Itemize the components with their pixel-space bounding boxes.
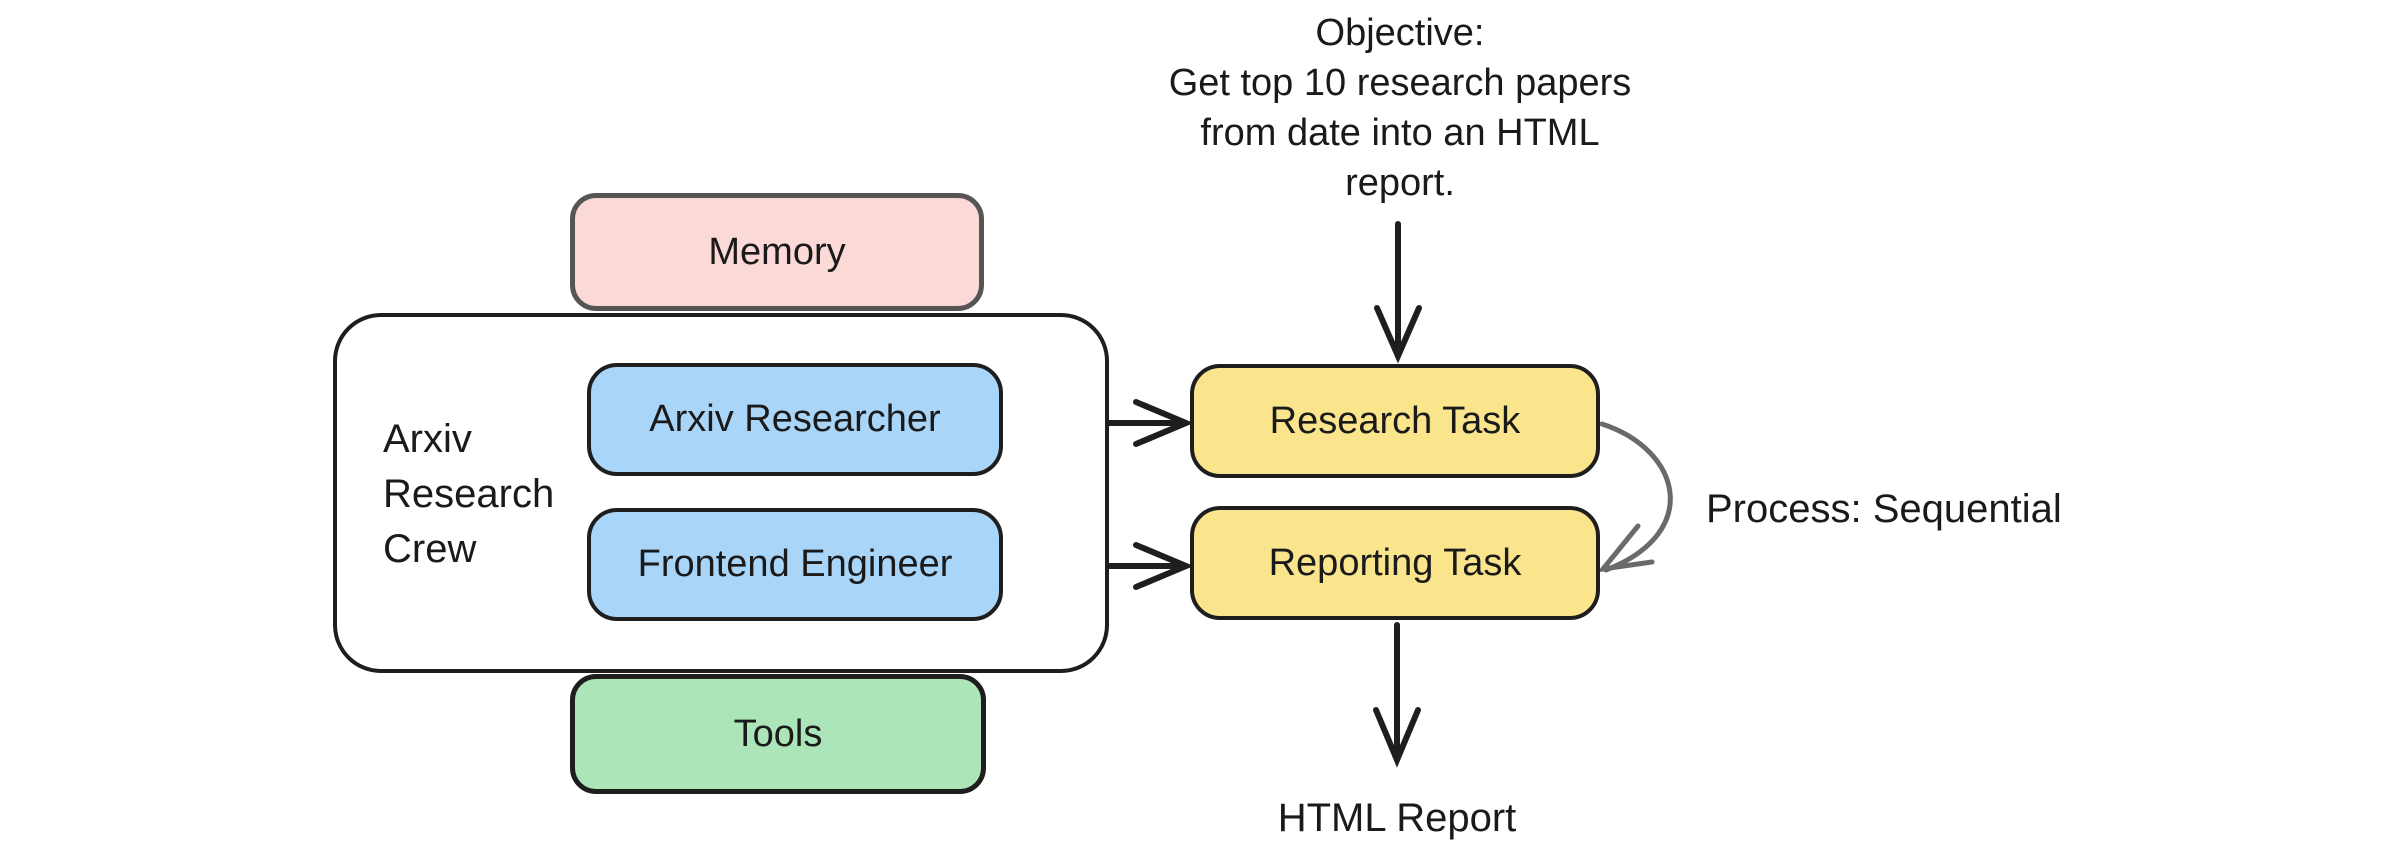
html-report-label: HTML Report xyxy=(1277,796,1517,840)
agent-box-arxiv-researcher: Arxiv Researcher xyxy=(587,363,1003,476)
memory-label: Memory xyxy=(708,230,846,273)
crew-label: Arxiv Research Crew xyxy=(383,417,555,571)
arrow-objective-to-research-task xyxy=(1374,221,1422,364)
memory-box: Memory xyxy=(570,193,984,311)
process-label: Process: Sequential xyxy=(1706,487,2062,531)
arrowhead-left-icon xyxy=(1597,523,1655,573)
arrow-sequential-research-to-reporting xyxy=(1597,421,1673,573)
task-box-research: Research Task xyxy=(1190,364,1600,478)
arrowhead-down-icon xyxy=(1373,707,1421,768)
agent-box-frontend-engineer: Frontend Engineer xyxy=(587,508,1003,621)
tools-box: Tools xyxy=(570,674,986,794)
agent-label: Arxiv Researcher xyxy=(649,398,941,440)
task-box-reporting: Reporting Task xyxy=(1190,506,1600,620)
agent-label: Frontend Engineer xyxy=(637,543,953,585)
arrowhead-right-icon xyxy=(1133,542,1194,590)
arrowhead-down-icon xyxy=(1374,305,1422,364)
arrowhead-right-icon xyxy=(1133,399,1194,447)
tools-label: Tools xyxy=(733,712,823,755)
task-label: Reporting Task xyxy=(1268,541,1522,584)
task-label: Research Task xyxy=(1269,399,1521,442)
objective-text: Objective: Get top 10 research papers fr… xyxy=(1168,12,1632,204)
arrow-reporting-task-to-html-report xyxy=(1373,622,1421,768)
